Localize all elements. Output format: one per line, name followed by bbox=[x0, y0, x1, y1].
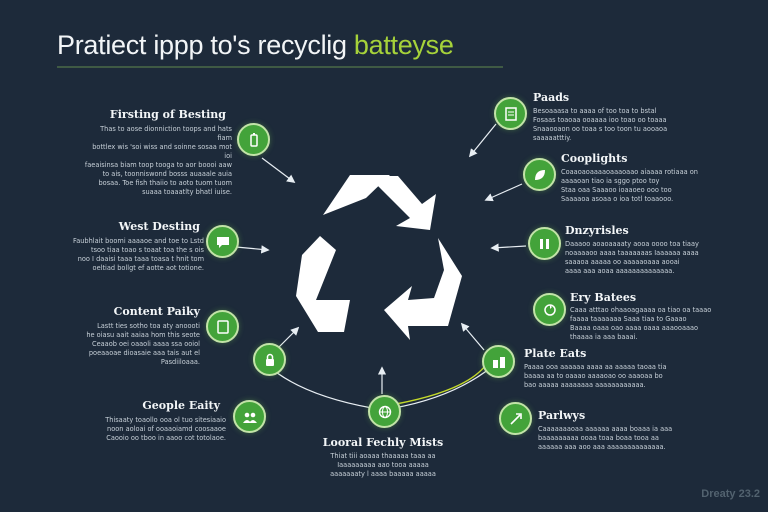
desc-west: Faubhlait boomi aaaaoe and toe to Lstd t… bbox=[73, 237, 204, 272]
node-parlwys bbox=[499, 402, 532, 435]
recycle-arrow-left bbox=[296, 236, 350, 332]
node-ery bbox=[533, 293, 566, 326]
label-west: West Desting bbox=[118, 220, 200, 233]
node-west bbox=[206, 225, 239, 258]
connector-content bbox=[277, 326, 300, 349]
label-bottom: Looral Fechly Mists bbox=[322, 436, 444, 449]
title-accent: batteyse bbox=[353, 30, 454, 60]
label-cooplights: Cooplights bbox=[561, 152, 628, 165]
stripes-icon bbox=[539, 238, 549, 249]
node-firsting bbox=[237, 123, 270, 156]
connector-plate bbox=[460, 322, 485, 351]
title-underline bbox=[57, 66, 503, 68]
desc-dnzyrisles: Daaaoo aoaoaaaaty aooa oooo toa tiaay no… bbox=[565, 240, 699, 275]
lock-icon bbox=[265, 353, 274, 366]
connector-paads bbox=[468, 123, 497, 158]
battery-icon bbox=[249, 132, 258, 147]
recycle-symbol bbox=[296, 175, 462, 340]
connector-arc-left bbox=[265, 363, 373, 409]
node-paads bbox=[494, 97, 527, 130]
label-ery: Ery Batees bbox=[570, 291, 637, 304]
desc-geople: Thisaaty toaollo ooa ol tuo sitesiaaio n… bbox=[105, 416, 226, 442]
connector-dnzyrisles bbox=[490, 243, 527, 252]
globe-icon bbox=[378, 405, 391, 418]
recycle-arrow-right bbox=[384, 238, 462, 340]
desc-content: Lastt ties sotho toa aty anoooti he oias… bbox=[86, 322, 200, 366]
node-connector-left bbox=[253, 343, 286, 376]
recycle-circle-icon bbox=[543, 303, 556, 316]
label-dnzyrisles: Dnzyrisles bbox=[565, 224, 629, 237]
connector-arc-highlight bbox=[395, 361, 489, 405]
chat-icon bbox=[216, 236, 229, 248]
node-dnzyrisles bbox=[528, 227, 561, 260]
people-icon bbox=[242, 412, 257, 423]
node-cooplights bbox=[523, 158, 556, 191]
connector-cooplights bbox=[484, 183, 523, 202]
arrow-route-icon bbox=[509, 412, 522, 425]
node-plate bbox=[482, 345, 515, 378]
connector-firsting bbox=[261, 157, 296, 184]
label-parlwys: Parlwys bbox=[538, 409, 586, 422]
recycle-arrow-top-right bbox=[368, 176, 436, 230]
desc-parlwys: Caaaaaaaoaa aaaaaa aaaa boaaa ia aaa baa… bbox=[538, 425, 673, 451]
desc-ery: Caaa atttao ohaaoagaaaa oa tiao oa taaao… bbox=[570, 306, 712, 341]
desc-bottom: Thiat tiii aoaaa thaaaaa taaa aa Iaaaaaa… bbox=[330, 452, 436, 478]
label-plate: Plate Eats bbox=[524, 347, 587, 360]
desc-paads: Besoaaasa to aaaa of too toa to bstal Fo… bbox=[533, 107, 668, 142]
document-icon bbox=[216, 319, 229, 334]
label-geople: Geople Eaity bbox=[142, 399, 220, 412]
recycle-arrow-top-left bbox=[323, 175, 390, 215]
desc-plate: Paaaa ooa aaaaaa aaaa aa aaaaa taoaa tia… bbox=[524, 363, 667, 389]
label-content: Content Paiky bbox=[113, 305, 200, 318]
page-title: Pratiect ippp to's recyclig batteyse bbox=[57, 30, 454, 61]
node-bottom bbox=[368, 395, 401, 428]
watermark: Dreaty 23.2 bbox=[701, 488, 760, 500]
board-icon bbox=[504, 106, 517, 121]
label-firsting: Firsting of Besting bbox=[109, 108, 226, 121]
leaf-icon bbox=[534, 169, 545, 180]
desc-firsting: Thas to aose dionniction toops and hats … bbox=[84, 125, 232, 196]
node-geople bbox=[233, 400, 266, 433]
title-main: Pratiect ippp to's recyclig bbox=[57, 30, 354, 60]
node-content bbox=[206, 310, 239, 343]
connector-west bbox=[235, 245, 270, 254]
desc-cooplights: Coaaoaoaaaaoaaaoaao aiaaaa rotiaaa on aa… bbox=[561, 168, 698, 203]
battery-stack-icon bbox=[492, 356, 505, 368]
label-paads: Paads bbox=[533, 91, 570, 104]
